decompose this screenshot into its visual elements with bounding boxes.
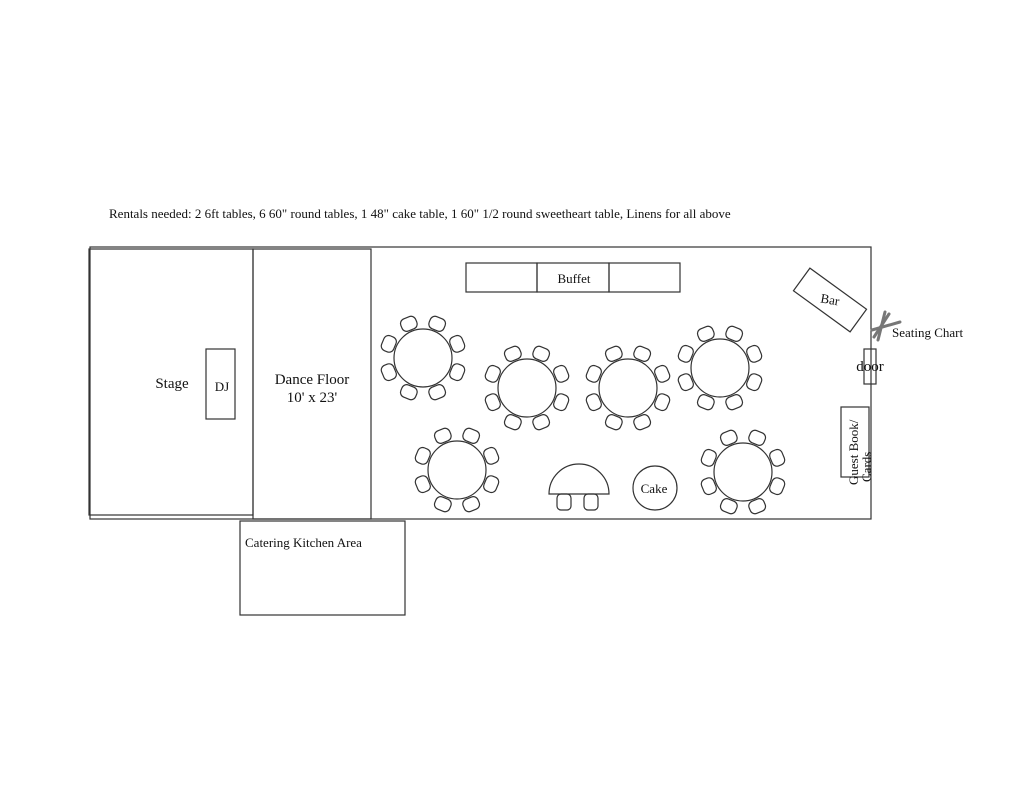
chair xyxy=(725,325,744,342)
hall-outline xyxy=(89,246,872,520)
chair xyxy=(462,496,481,513)
round-table-top xyxy=(497,358,557,418)
chair xyxy=(604,345,623,362)
chair xyxy=(433,427,452,444)
chair xyxy=(484,364,501,383)
guest-book-cards-label: Cards xyxy=(859,452,874,482)
buffet-label: Buffet xyxy=(558,271,591,286)
easel-icon xyxy=(870,310,902,342)
chair xyxy=(380,334,397,353)
sweetheart-chair-right xyxy=(583,493,599,511)
chair xyxy=(553,393,570,412)
round-table-3 xyxy=(585,345,671,431)
round-table-top xyxy=(427,440,487,500)
chair xyxy=(677,373,694,392)
chair xyxy=(654,393,671,412)
chair xyxy=(414,475,431,494)
chair xyxy=(633,345,652,362)
chair xyxy=(484,393,501,412)
catering-kitchen-label: Catering Kitchen Area xyxy=(245,535,362,550)
chair xyxy=(428,315,447,332)
chair xyxy=(532,345,551,362)
chair xyxy=(483,446,500,465)
chair xyxy=(746,344,763,363)
catering-kitchen-area xyxy=(239,520,406,616)
chair xyxy=(414,446,431,465)
chair xyxy=(503,345,522,362)
cake-table xyxy=(632,465,678,511)
chair xyxy=(433,496,452,513)
round-table-1 xyxy=(380,315,466,401)
round-table-top xyxy=(393,328,453,388)
sweetheart-chair-left xyxy=(556,493,572,511)
dance-floor-size: 10' x 23' xyxy=(287,390,338,406)
chair xyxy=(553,364,570,383)
round-table-top xyxy=(713,442,773,502)
chair xyxy=(696,394,715,411)
dance-floor xyxy=(252,248,372,520)
chair xyxy=(399,315,418,332)
round-table-4 xyxy=(677,325,763,411)
chair xyxy=(633,414,652,431)
chair xyxy=(677,344,694,363)
dance-floor-label: Dance Floor xyxy=(275,372,350,388)
chair xyxy=(769,448,786,467)
chair xyxy=(700,448,717,467)
chair xyxy=(746,373,763,392)
chair xyxy=(696,325,715,342)
chair xyxy=(399,384,418,401)
chair xyxy=(585,393,602,412)
chair xyxy=(585,364,602,383)
buffet-table-3 xyxy=(608,262,681,293)
chair xyxy=(719,498,738,515)
dj-booth xyxy=(205,348,236,420)
door xyxy=(863,348,877,385)
chair xyxy=(483,475,500,494)
bar-label: Bar xyxy=(820,290,842,308)
dj-label: DJ xyxy=(215,379,229,394)
door-label: door xyxy=(856,359,884,375)
bar-table xyxy=(792,267,868,333)
chair xyxy=(380,363,397,382)
chair xyxy=(654,364,671,383)
guest-book-label: Guest Book/ xyxy=(846,419,861,485)
rentals-note: Rentals needed: 2 6ft tables, 6 60" roun… xyxy=(109,206,731,221)
cake-label: Cake xyxy=(641,481,668,496)
round-table-top xyxy=(690,338,750,398)
chair xyxy=(604,414,623,431)
chair xyxy=(700,477,717,496)
stage-label: Stage xyxy=(155,376,189,392)
chair xyxy=(725,394,744,411)
chair xyxy=(449,363,466,382)
chair xyxy=(748,429,767,446)
round-tables xyxy=(380,315,786,515)
round-table-top xyxy=(598,358,658,418)
chair xyxy=(449,334,466,353)
chair xyxy=(428,384,447,401)
seating-chart-label: Seating Chart xyxy=(892,325,964,340)
guest-book-table xyxy=(840,406,870,478)
round-table-6 xyxy=(700,429,786,515)
round-table-2 xyxy=(484,345,570,431)
chair xyxy=(719,429,738,446)
buffet-table-1 xyxy=(465,262,538,293)
chair xyxy=(769,477,786,496)
chair xyxy=(532,414,551,431)
round-table-5 xyxy=(414,427,500,513)
chair xyxy=(503,414,522,431)
chair xyxy=(462,427,481,444)
chair xyxy=(748,498,767,515)
sweetheart-table xyxy=(548,463,610,495)
